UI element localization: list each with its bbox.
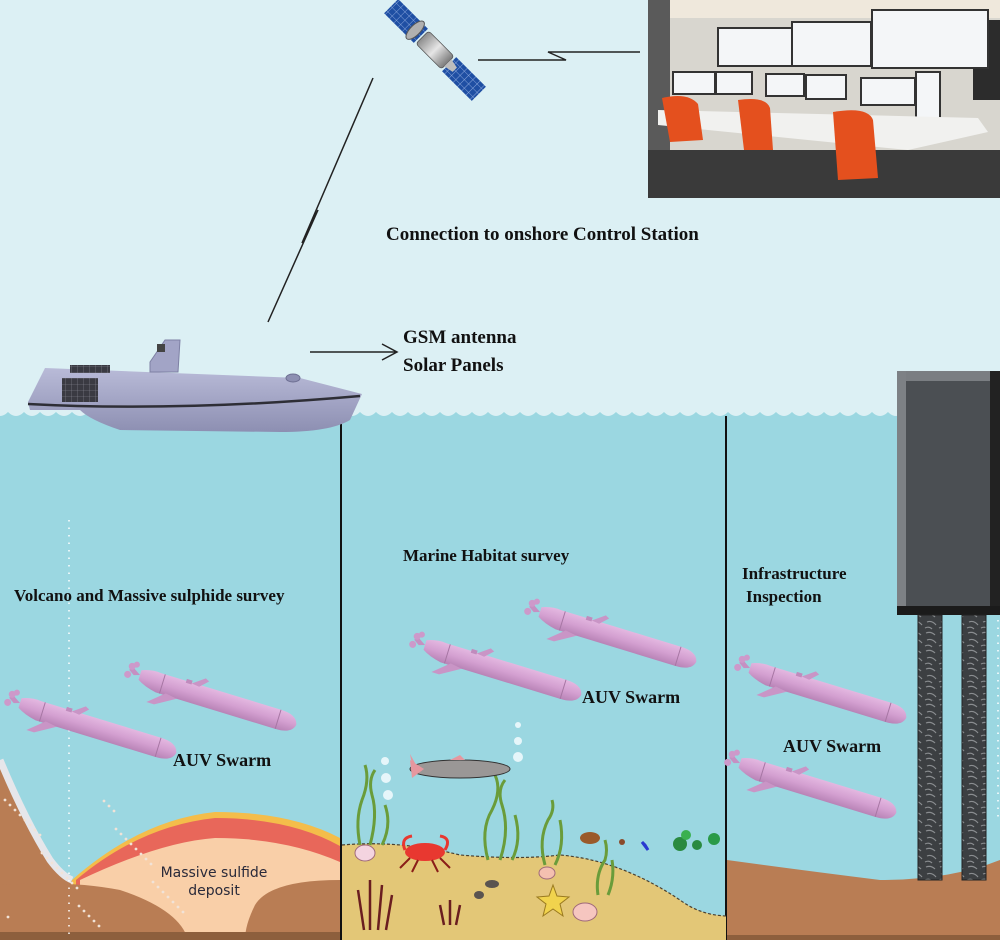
seabed-dot	[40, 851, 44, 855]
seabed-dot	[149, 862, 153, 866]
shell-icon	[538, 866, 556, 880]
seabed-dot	[176, 905, 180, 909]
seabed-dot	[45, 856, 49, 860]
seabed-dot	[166, 895, 170, 899]
seabed-dot	[97, 924, 101, 928]
seabed-dot	[119, 832, 123, 836]
salmon-icon	[409, 754, 511, 779]
deposit-label-line2: deposit	[188, 883, 240, 899]
control-station-photo	[648, 0, 1000, 198]
seabed-dot	[144, 857, 148, 861]
link-satellite-control	[478, 51, 640, 61]
seabed-dot	[124, 837, 128, 841]
boat-solar-panel	[62, 378, 98, 402]
seabed-dot	[161, 890, 165, 894]
seabed-dot	[139, 852, 143, 856]
seabed-dot	[112, 809, 116, 813]
habitat-seabed	[341, 722, 727, 940]
auv-swarm-label-infrastructure: AUV Swarm	[783, 736, 882, 756]
video-wall-screen	[791, 21, 872, 67]
platform-pillar-1	[917, 614, 943, 881]
seabed-dot	[87, 914, 91, 918]
seabed-dot	[156, 885, 160, 889]
crab-icon	[399, 834, 451, 873]
gsm-antenna-label: GSM antenna	[403, 327, 517, 348]
seabed-dot	[65, 876, 69, 880]
surface-vessel	[27, 339, 362, 432]
seabed-dot	[50, 861, 54, 865]
link-usv-satellite	[267, 77, 374, 323]
seabed-dot	[134, 847, 138, 851]
seabed-dot	[151, 880, 155, 884]
seabed-dot	[18, 813, 22, 817]
auv-swarm-label-habitat: AUV Swarm	[582, 687, 681, 707]
connection-label: Connection to onshore Control Station	[386, 224, 699, 245]
auv-swarm-label-volcano: AUV Swarm	[173, 750, 272, 770]
section-title-volcano: Volcano and Massive sulphide survey	[14, 586, 285, 605]
seabed-dot	[77, 904, 81, 908]
seabed-dot	[6, 915, 10, 919]
seabed-dot	[13, 808, 17, 812]
seabed-dot	[28, 823, 32, 827]
seabed-dot	[102, 799, 106, 803]
seabed-dot	[107, 804, 111, 808]
platform-pillar-2	[961, 614, 987, 881]
offshore-platform	[897, 371, 1000, 881]
video-wall-screen	[871, 9, 989, 69]
seabed-dot	[55, 866, 59, 870]
satellite-icon	[384, 0, 486, 101]
volcano-seabed	[0, 758, 340, 940]
seaweed-icon	[356, 764, 615, 896]
seabed-dot	[181, 910, 185, 914]
section-title-infrastructure-line1: Infrastructure	[742, 564, 847, 583]
seabed-dot	[75, 886, 79, 890]
seabed-dot	[171, 900, 175, 904]
seabed-dot	[70, 881, 74, 885]
starfish-icon	[535, 883, 571, 918]
arrow-gsm	[310, 343, 399, 361]
coral-icon	[356, 880, 462, 931]
solar-panels-label: Solar Panels	[403, 355, 504, 376]
section-title-habitat: Marine Habitat survey	[403, 546, 570, 565]
shell-icon	[572, 902, 598, 922]
plankton-icons	[580, 830, 720, 851]
seabed-dot	[33, 828, 37, 832]
seabed-dot	[82, 909, 86, 913]
video-wall-screen	[717, 27, 794, 67]
seabed-dot	[92, 919, 96, 923]
section-title-infrastructure-line2: Inspection	[746, 587, 822, 606]
bubbles	[381, 722, 523, 800]
seabed-dot	[114, 827, 118, 831]
seabed-dot	[3, 798, 7, 802]
seabed-dot	[60, 871, 64, 875]
seabed-dot	[38, 833, 42, 837]
seabed-dot	[8, 803, 12, 807]
deposit-label-line1: Massive sulfide	[161, 865, 268, 881]
platform-deck	[897, 371, 1000, 615]
seabed-dot	[129, 842, 133, 846]
seabed-dot	[23, 818, 27, 822]
shell-icon	[354, 844, 376, 862]
